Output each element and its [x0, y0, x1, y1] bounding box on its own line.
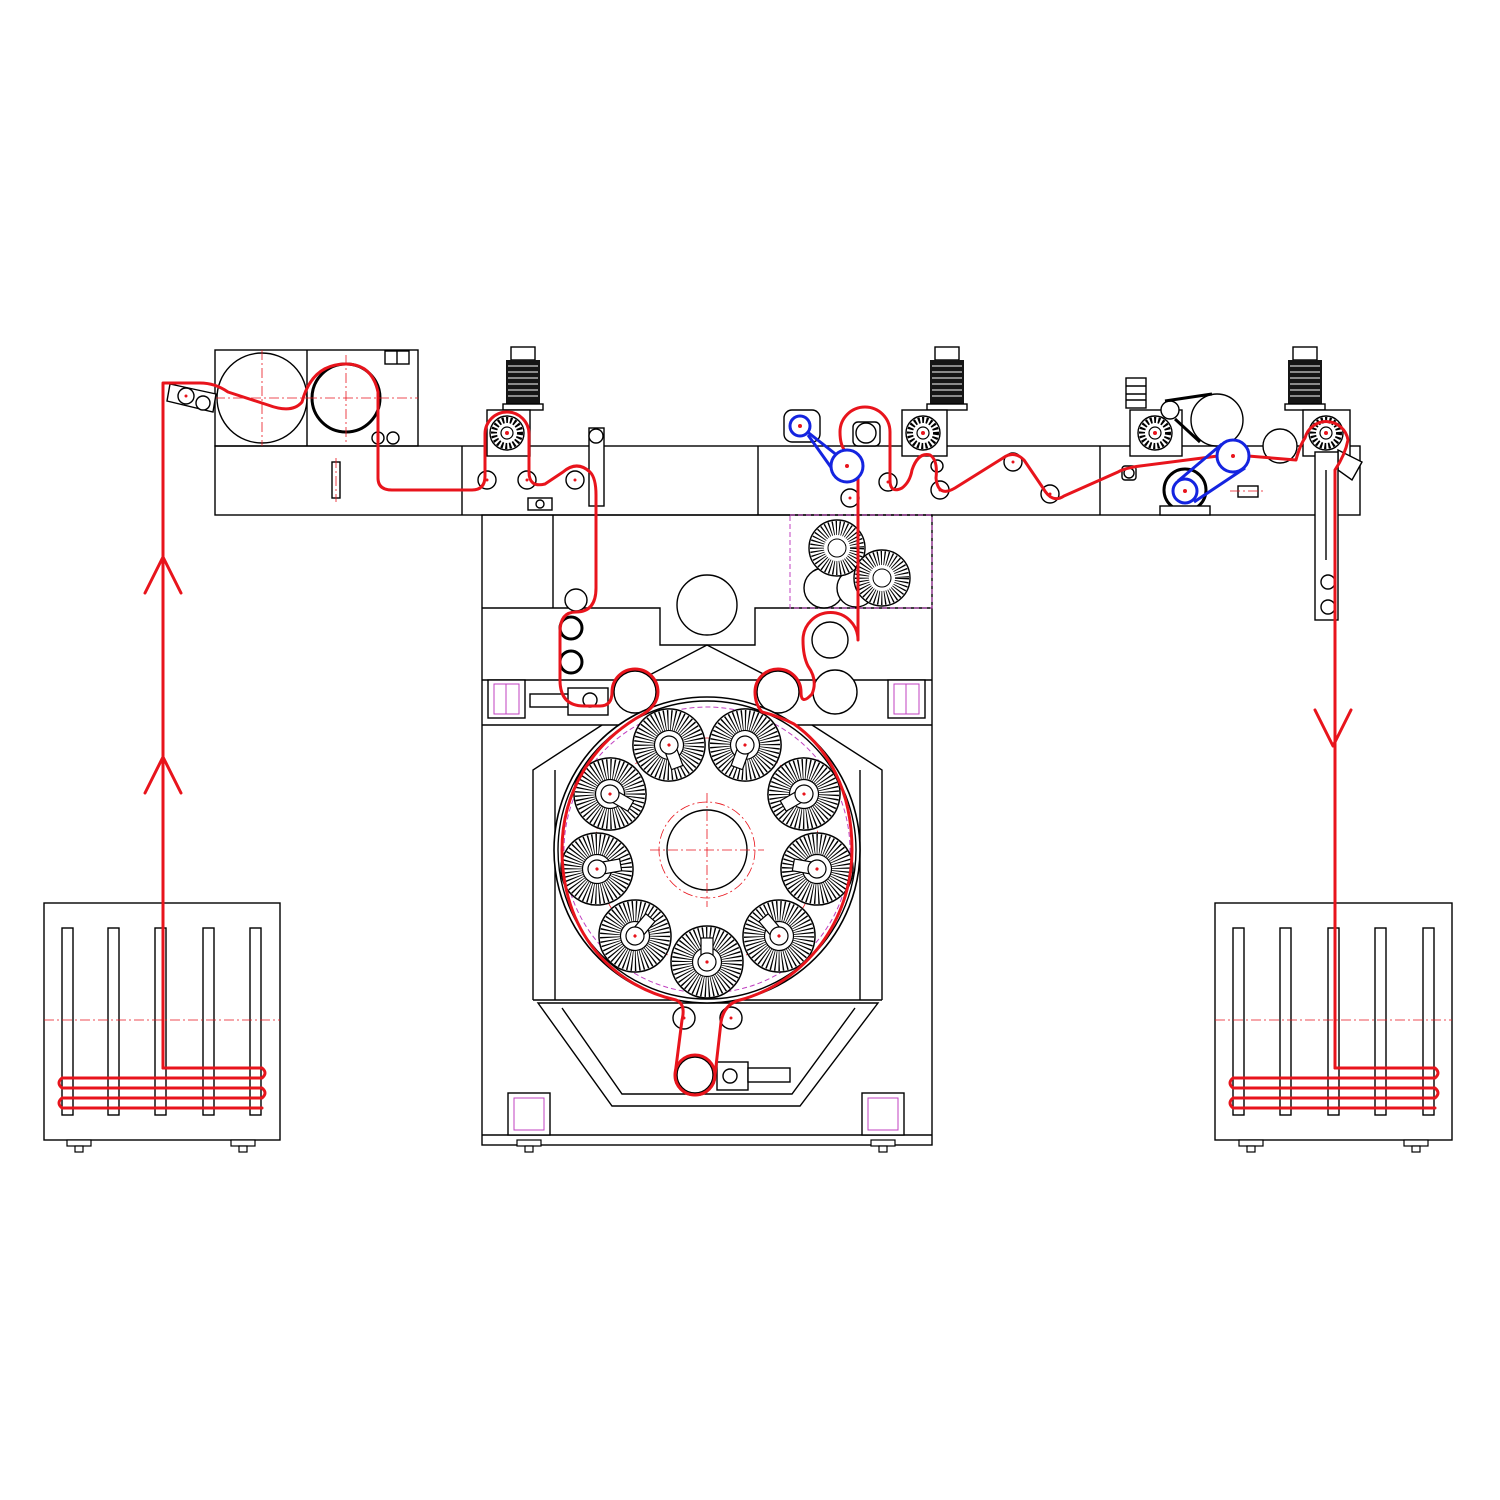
fabric-folds-infeed: [57, 1066, 267, 1110]
drive-motor-1: [502, 346, 544, 411]
gear-unit: [789, 514, 933, 609]
drive-roller: [1138, 416, 1172, 450]
drive-motor-3: [1284, 346, 1326, 411]
drive-motor-2: [926, 346, 968, 411]
gearbox-3: [1302, 409, 1351, 457]
arrow-down-icon: [1313, 708, 1353, 748]
fabric-bin-outfeed: [1214, 902, 1453, 1153]
belt-drive-1: [788, 414, 865, 484]
gear-wheel: [808, 519, 866, 577]
fabric-path-main: [161, 362, 1350, 1097]
fabric-loop: [673, 1053, 717, 1097]
fabric-folds-outfeed: [1228, 1066, 1440, 1110]
tension-pulley: [1190, 393, 1244, 447]
arrow-up-icon: [143, 555, 183, 595]
mounting-pads: [487, 679, 926, 1153]
drive-roller: [906, 416, 940, 450]
belt-drive-2: [1171, 438, 1251, 505]
guide-rollers-section-1: [477, 427, 605, 511]
fabric-bin-infeed: [43, 902, 281, 1153]
entry-guide-rollers: [166, 383, 217, 413]
gearbox-2: [901, 409, 948, 457]
top-guide-roller: [676, 574, 738, 636]
raising-drum: [554, 697, 860, 1003]
guide-rollers-section-3: [1121, 392, 1363, 621]
gear-wheel: [853, 549, 911, 607]
feed-box: [214, 349, 419, 447]
raising-roller: [671, 926, 743, 998]
drive-roller: [490, 416, 524, 450]
arrow-up-icon: [143, 755, 183, 795]
